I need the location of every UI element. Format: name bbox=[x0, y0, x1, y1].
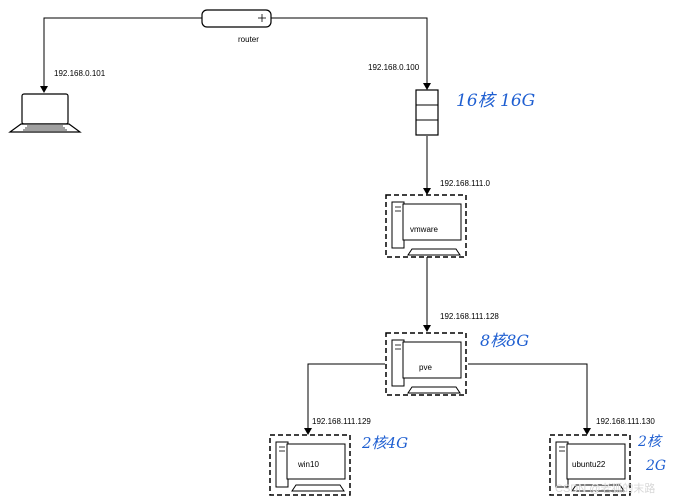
ubuntu22-dashed-frame bbox=[549, 434, 631, 496]
edge-pve-ubuntu bbox=[468, 363, 591, 435]
win10-ip: 192.168.111.129 bbox=[312, 417, 371, 426]
vmware-label: vmware bbox=[410, 225, 439, 234]
edge-router-laptop bbox=[40, 17, 202, 93]
pve-dashed-frame bbox=[385, 332, 467, 396]
router-node[interactable]: router bbox=[201, 9, 272, 44]
vmware-computer-icon bbox=[391, 201, 462, 256]
ubuntu22-spec-note-memory: 2G bbox=[645, 458, 666, 474]
keyboard-icon bbox=[23, 125, 67, 131]
router-icon bbox=[201, 9, 272, 28]
win10-node[interactable]: win10 bbox=[269, 434, 351, 496]
watermark: CSDN @老狐的末路 bbox=[555, 481, 655, 495]
pve-node[interactable]: pve bbox=[385, 332, 467, 396]
vmware-ip: 192.168.111.0 bbox=[440, 179, 491, 188]
pve-spec-note: 8核8G bbox=[480, 331, 529, 350]
server-icon bbox=[415, 89, 439, 136]
ubuntu22-label: ubuntu22 bbox=[572, 460, 606, 469]
server-node[interactable] bbox=[415, 89, 439, 136]
win10-dashed-frame bbox=[269, 434, 351, 496]
laptop-node[interactable] bbox=[8, 93, 82, 133]
ubuntu22-node[interactable]: ubuntu22 bbox=[549, 434, 631, 496]
laptop-ip: 192.168.0.101 bbox=[54, 69, 106, 78]
win10-spec-note: 2核4G bbox=[361, 434, 408, 452]
win10-computer-icon bbox=[275, 441, 346, 492]
server-ip: 192.168.0.100 bbox=[368, 63, 420, 72]
pve-label: pve bbox=[419, 363, 432, 372]
ubuntu22-computer-icon bbox=[555, 441, 626, 492]
server-spec-note: 16核 16G bbox=[456, 91, 535, 111]
win10-label: win10 bbox=[297, 460, 319, 469]
connectors bbox=[40, 17, 591, 435]
ubuntu22-spec-note-cores: 2核 bbox=[637, 434, 663, 450]
pve-ip: 192.168.111.128 bbox=[440, 312, 499, 321]
move-arrows-icon bbox=[258, 14, 266, 22]
edge-router-server bbox=[271, 17, 431, 90]
vmware-node[interactable]: vmware bbox=[385, 194, 467, 258]
edge-pve-win10 bbox=[304, 363, 385, 435]
vmware-dashed-frame bbox=[385, 194, 467, 258]
pve-computer-icon bbox=[391, 339, 462, 394]
router-label: router bbox=[238, 35, 259, 44]
ubuntu22-ip: 192.168.111.130 bbox=[596, 417, 655, 426]
